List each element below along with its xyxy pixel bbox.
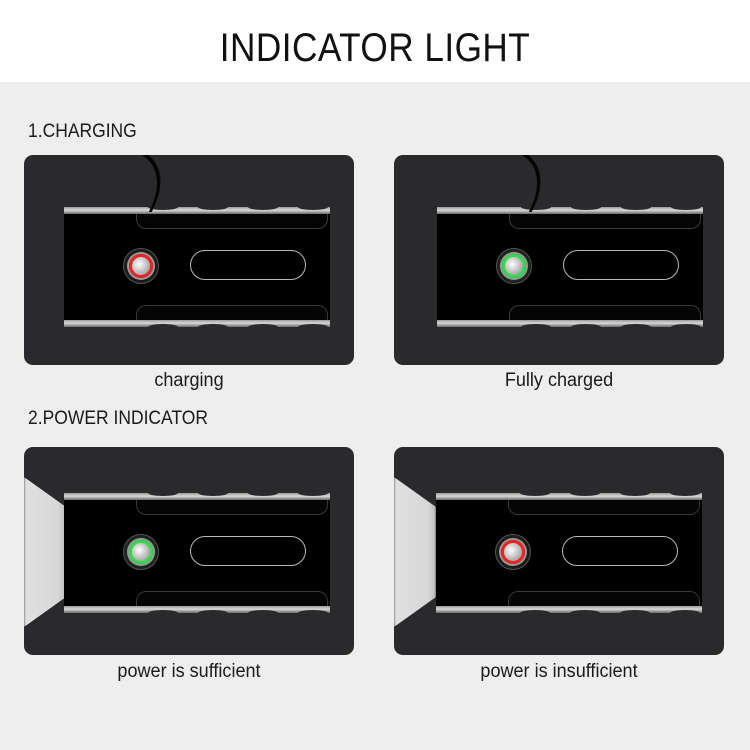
caption-fully-charged: Fully charged: [504, 370, 614, 391]
display-slot: [562, 536, 678, 566]
power-button: [123, 534, 159, 570]
flashlight-device: [64, 490, 330, 616]
power-button: [496, 248, 532, 284]
flashlight-device: [64, 204, 330, 330]
flashlight-device: [437, 204, 703, 330]
indicator-light-red-icon: [501, 540, 525, 564]
panel-power-sufficient: [24, 447, 354, 655]
display-slot: [190, 250, 306, 280]
indicator-light-green-icon: [129, 540, 153, 564]
page-title: INDICATOR LIGHT: [219, 26, 531, 70]
light-beam-icon: [24, 477, 66, 627]
panel-fully-charged: [394, 155, 724, 365]
indicator-light-green-icon: [502, 254, 526, 278]
indicator-light-red-icon: [129, 254, 153, 278]
panel-charging: [24, 155, 354, 365]
caption-power-sufficient: power is sufficient: [117, 661, 261, 682]
display-slot: [190, 536, 306, 566]
section-title-power-indicator: 2.POWER INDICATOR: [28, 408, 209, 429]
caption-charging: charging: [154, 370, 224, 391]
power-button: [123, 248, 159, 284]
panel-power-insufficient: [394, 447, 724, 655]
power-button: [495, 534, 531, 570]
header: INDICATOR LIGHT: [0, 0, 750, 82]
light-beam-icon: [394, 477, 436, 627]
flashlight-device: [436, 490, 702, 616]
section-title-charging: 1.CHARGING: [28, 121, 137, 142]
caption-power-insufficient: power is insufficient: [480, 661, 638, 682]
display-slot: [563, 250, 679, 280]
